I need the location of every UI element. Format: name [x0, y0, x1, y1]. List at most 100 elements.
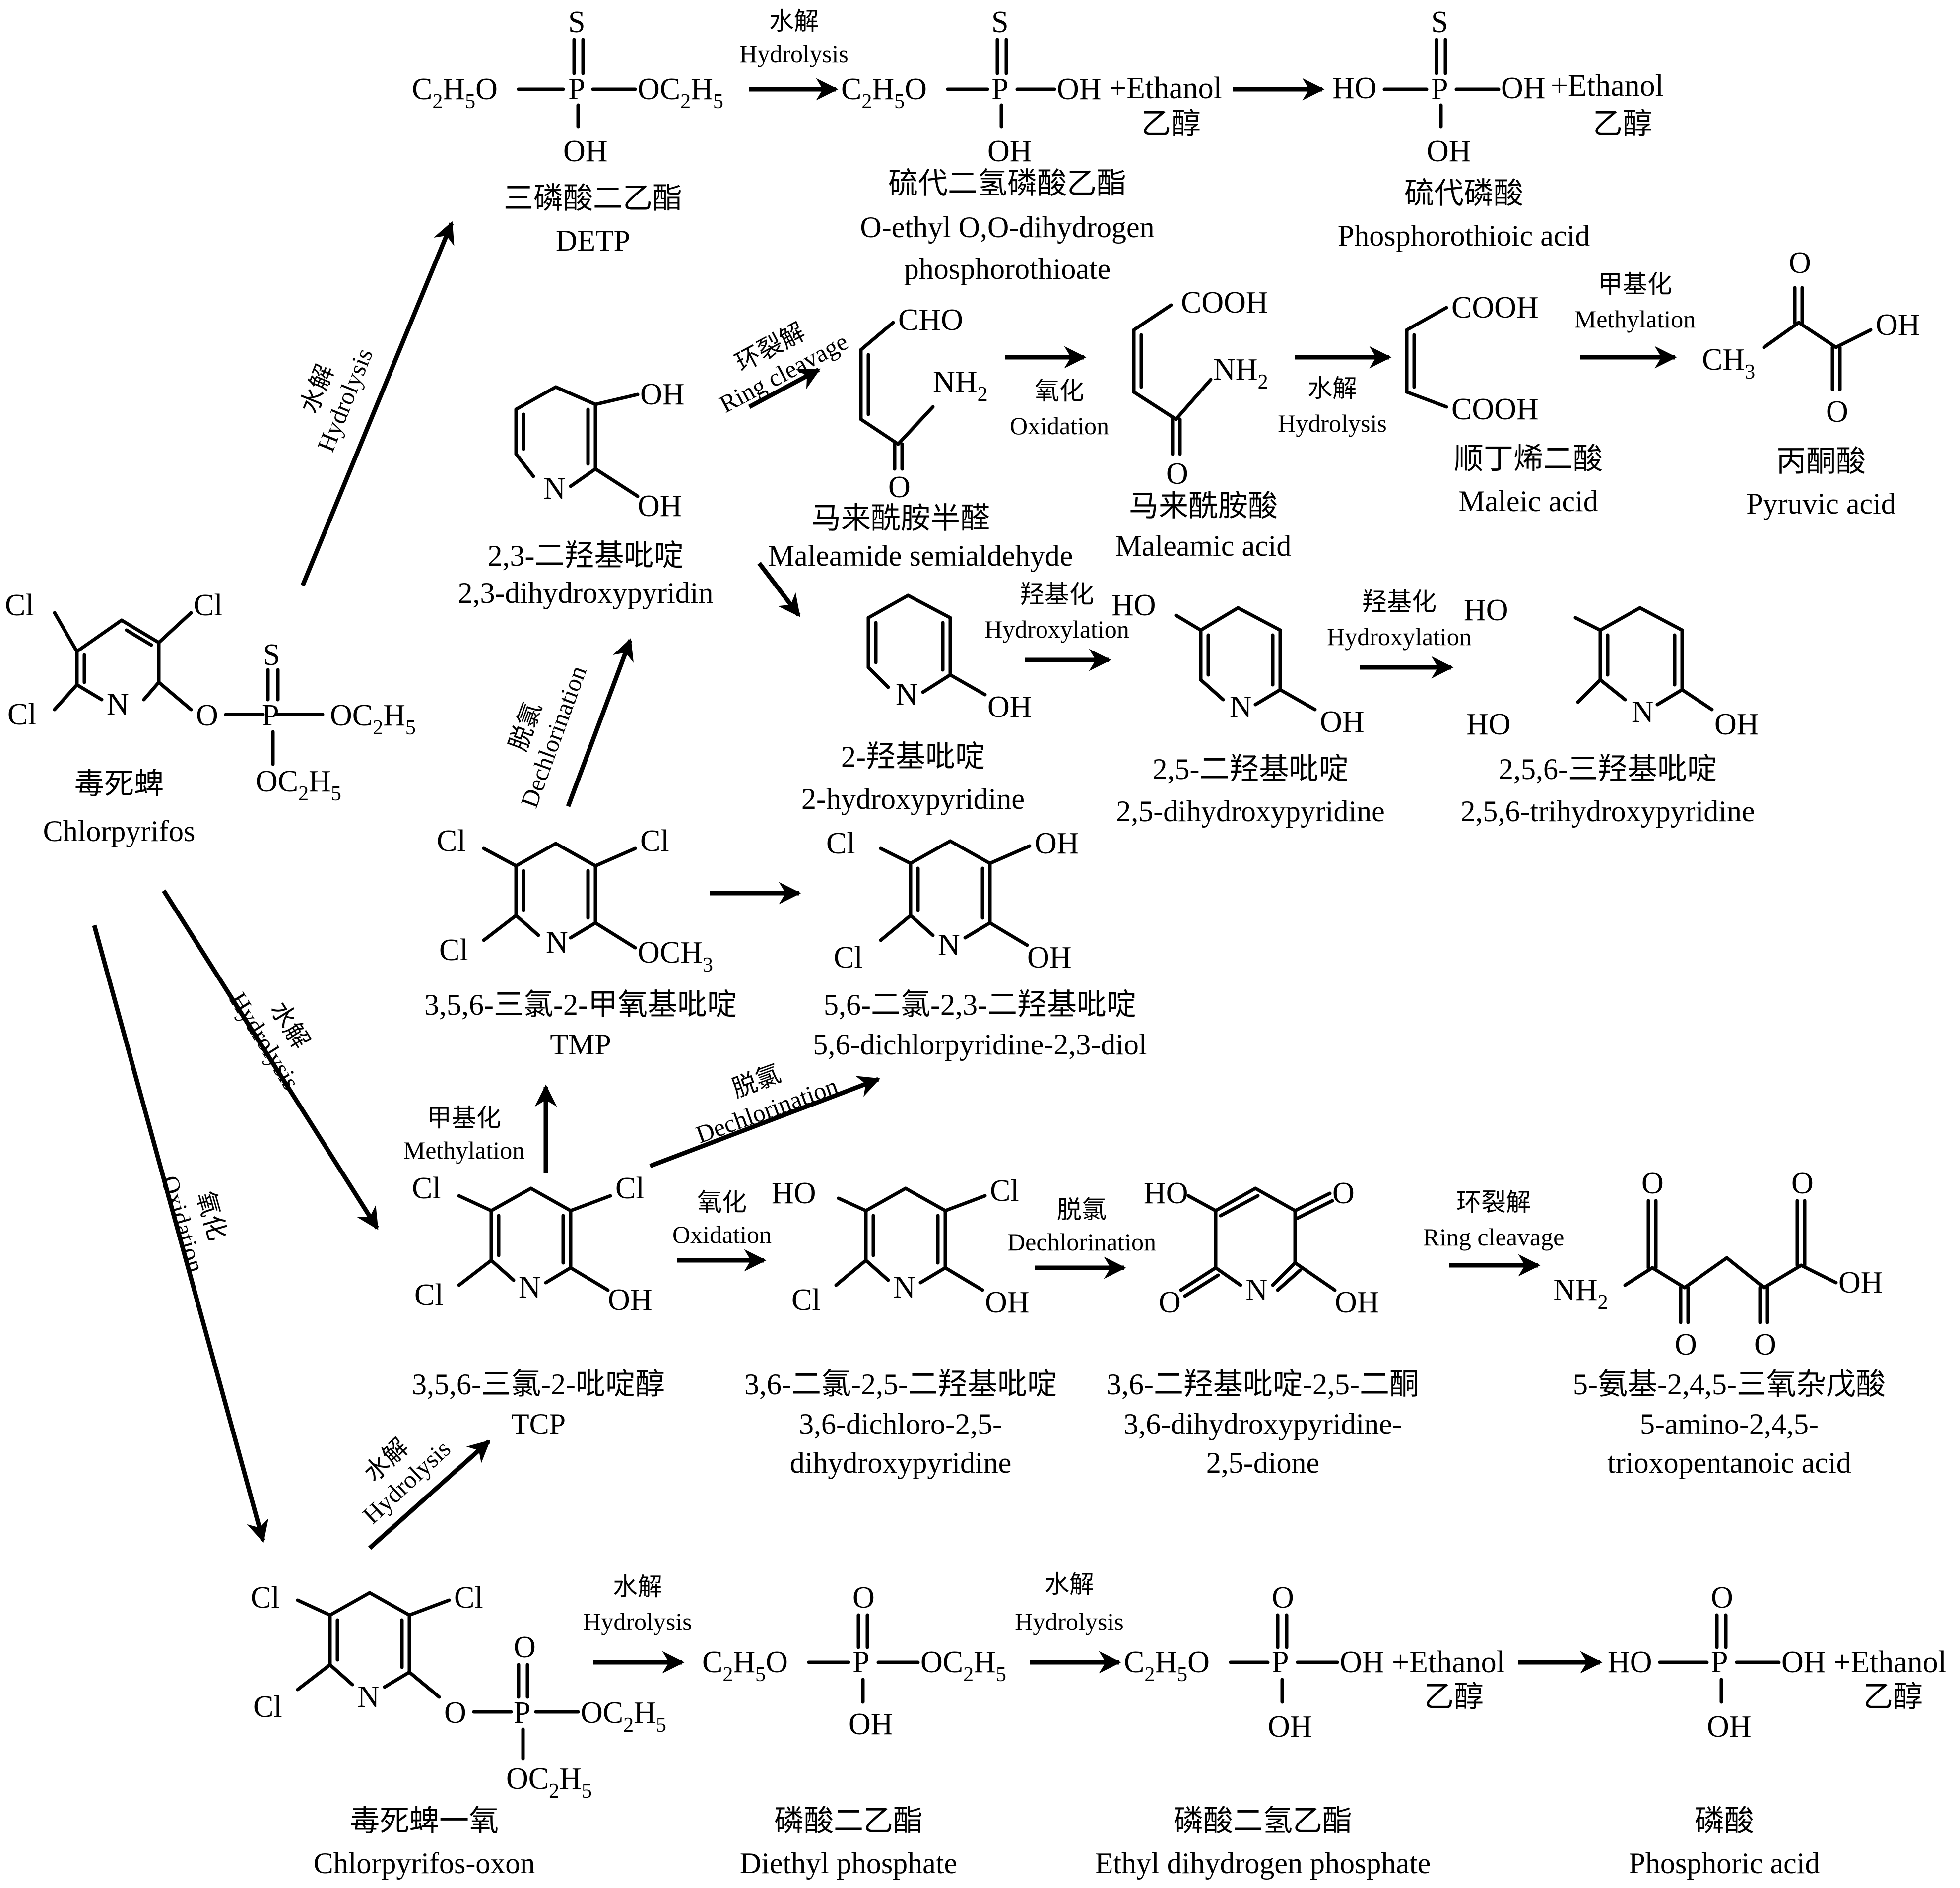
chlorpyrifos-atom-p: P	[262, 699, 279, 732]
odpt-structure: C2H5O P S OH OH +Ethanol 乙醇	[841, 5, 1222, 168]
svg-text:Dechlorination: Dechlorination	[1007, 1228, 1156, 1256]
dcpd-name-en: 5,6-dichlorpyridine-2,3-diol	[813, 1028, 1147, 1061]
tcp-cl-left-bottom: Cl	[414, 1278, 444, 1312]
edp-oh-bottom: OH	[1268, 1710, 1312, 1744]
oxon-cl-left-top: Cl	[251, 1581, 280, 1615]
pa-ethanol-zh: 乙醇	[1863, 1681, 1923, 1713]
oxon-group-oc2h5-b: OC2H5	[506, 1762, 592, 1803]
pta-name-zh: 硫代磷酸	[1404, 177, 1523, 210]
atpa-oxygen-4: O	[1791, 1167, 1814, 1200]
dhp-atom-n: N	[543, 472, 566, 506]
dhp25-name-en: 2,5-dihydroxypyridine	[1116, 795, 1385, 828]
label-hydrolysis-oxon-dep: 水解 Hydrolysis	[583, 1573, 692, 1635]
tcp-cl-right: Cl	[615, 1172, 645, 1205]
chlorpyrifos-structure: Cl Cl Cl N O P S OC2H5 OC2H5	[5, 588, 416, 805]
svg-text:水解: 水解	[1045, 1570, 1094, 1598]
svg-text:Hydrolysis: Hydrolysis	[739, 40, 848, 67]
chlorpyrifos-atom-cl3: Cl	[7, 698, 37, 731]
dhpd-oxygen-top: O	[1332, 1176, 1355, 1210]
odpt-name-en1: O-ethyl O,O-dihydrogen	[860, 211, 1154, 244]
dep-atom-o: O	[852, 1581, 875, 1615]
oxon-cl-left-bottom: Cl	[253, 1690, 282, 1724]
dhp-oh-bottom: OH	[638, 489, 682, 523]
atpa-oxygen-1: O	[1641, 1167, 1664, 1200]
dcdhp-name-en1: 3,6-dichloro-2,5-	[799, 1408, 1002, 1440]
svg-text:环裂解: 环裂解	[1456, 1188, 1531, 1216]
dhpd-structure: HO O O N OH	[1144, 1176, 1379, 1319]
tmp-atom-n: N	[546, 926, 568, 960]
label-dechlorination-dcdhp-dhpd: 脱氯 Dechlorination	[1007, 1196, 1156, 1256]
odpt-oh-bottom: OH	[987, 134, 1032, 168]
thp-structure: HO HO N OH	[1464, 593, 1759, 741]
arrow-oxon-to-tcp	[368, 1439, 491, 1550]
atpa-name-zh: 5-氨基-2,4,5-三氧杂戊酸	[1573, 1368, 1886, 1401]
label-hydrolysis-dep-edp: 水解 Hydrolysis	[1015, 1570, 1123, 1635]
dhp25-ho: HO	[1111, 588, 1156, 622]
dep-atom-p: P	[852, 1645, 869, 1679]
mal-cooh-bottom: COOH	[1451, 392, 1539, 426]
thp-ho-top: HO	[1464, 593, 1508, 627]
odpt-plus-ethanol: +Ethanol	[1109, 71, 1222, 105]
oxon-name-zh: 毒死蜱一氧	[350, 1805, 499, 1837]
dcpd-oh-top: OH	[1035, 827, 1079, 860]
label-oxidation-chlorpyrifos-oxon: 氧化 Oxidation	[156, 1172, 232, 1276]
pa-name-zh: 磷酸	[1695, 1805, 1754, 1837]
dcdhp-atom-n: N	[893, 1271, 915, 1304]
svg-text:水解: 水解	[613, 1573, 662, 1601]
oxon-atom-o-double: O	[514, 1630, 536, 1664]
svg-text:Hydrolysis: Hydrolysis	[1278, 409, 1386, 437]
atpa-name-en1: 5-amino-2,4,5-	[1640, 1408, 1819, 1440]
detp-atom-s: S	[568, 5, 585, 39]
oxon-atom-o-ether: O	[444, 1696, 466, 1730]
pta-plus-ethanol: +Ethanol	[1551, 69, 1664, 103]
atpa-name-en2: trioxopentanoic acid	[1607, 1446, 1851, 1479]
odpt-name-zh: 硫代二氢磷酸乙酯	[888, 167, 1126, 200]
svg-text:Methylation: Methylation	[403, 1136, 524, 1164]
hp2-atom-n: N	[896, 678, 918, 712]
label-methylation-mal-pyr: 甲基化 Methylation	[1574, 270, 1696, 333]
label-ring-cleavage-upper: 环裂解 Ring cleavage	[715, 318, 852, 418]
dhpd-oxygen-bottom: O	[1159, 1286, 1181, 1319]
pyr-name-zh: 丙酮酸	[1776, 445, 1866, 478]
chlorpyrifos-atom-cl1: Cl	[5, 588, 34, 622]
dcdhp-cl-left: Cl	[791, 1283, 821, 1317]
pta-oh-right: OH	[1501, 71, 1546, 105]
msa-name-en: Maleamide semialdehyde	[768, 539, 1073, 572]
pta-oh-bottom: OH	[1427, 134, 1471, 168]
svg-text:氧化: 氧化	[1035, 377, 1084, 405]
pa-name-en: Phosphoric acid	[1629, 1847, 1820, 1880]
dep-oh: OH	[849, 1707, 893, 1741]
dcdhp-cl-right: Cl	[990, 1174, 1019, 1208]
pa-structure: HO P O OH OH +Ethanol 乙醇	[1608, 1581, 1947, 1744]
hp2-structure: N OH	[866, 593, 1032, 724]
svg-text:甲基化: 甲基化	[1598, 270, 1672, 298]
oxon-cl-right: Cl	[454, 1581, 483, 1615]
mam-structure: COOH NH2 O	[1132, 286, 1268, 491]
chlorpyrifos-group-oc2h5-b: OC2H5	[256, 765, 341, 805]
chlorpyrifos-atom-o: O	[196, 699, 218, 732]
chlorpyrifos-atom-cl2: Cl	[194, 588, 223, 622]
thp-atom-n: N	[1632, 695, 1654, 729]
arrow-tmp-to-dhp	[566, 638, 634, 807]
svg-text:水解: 水解	[1307, 375, 1357, 402]
dhpd-oh: OH	[1335, 1286, 1379, 1319]
arrow-chlorpyrifos-to-detp	[300, 221, 455, 586]
label-hydroxylation-hp2-dhp25: 羟基化 Hydroxylation	[984, 581, 1129, 643]
dhp25-atom-n: N	[1230, 690, 1252, 724]
pta-atom-s: S	[1431, 5, 1448, 39]
msa-oxygen: O	[888, 470, 911, 504]
odpt-atom-p: P	[991, 72, 1008, 106]
edp-atom-p: P	[1272, 1645, 1289, 1679]
hp2-name-en: 2-hydroxypyridine	[801, 782, 1025, 815]
detp-oh: OH	[563, 134, 608, 168]
label-oxidation-tcp-dcdhp: 氧化 Oxidation	[672, 1188, 772, 1248]
edp-oh-right: OH	[1340, 1645, 1384, 1679]
label-hydrolysis-detp-top: 水解 Hydrolysis	[739, 7, 848, 67]
dhpd-name-en1: 3,6-dihydroxypyridine-	[1123, 1408, 1402, 1440]
mam-name-zh: 马来酰胺酸	[1129, 490, 1278, 522]
pyr-oxygen-top: O	[1789, 246, 1811, 280]
tcp-oh: OH	[608, 1283, 653, 1317]
thp-oh: OH	[1714, 708, 1759, 741]
detp-name-zh: 三磷酸二乙酯	[504, 182, 682, 215]
